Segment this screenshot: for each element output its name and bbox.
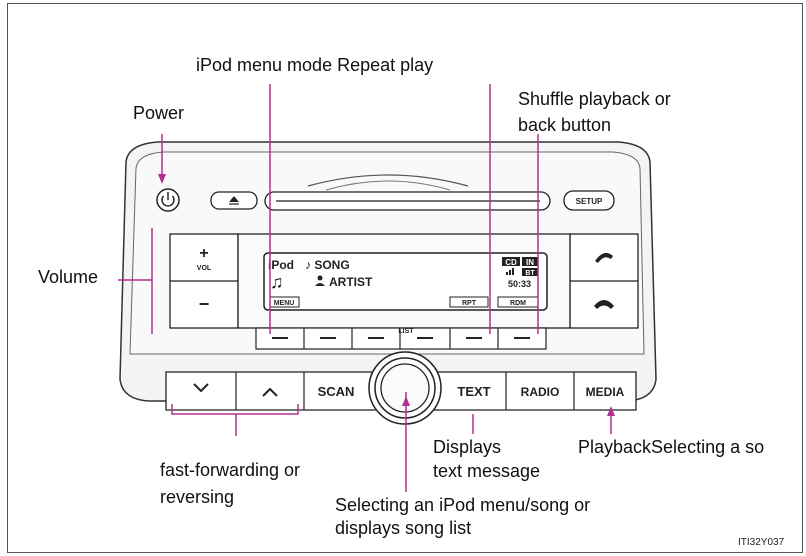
callout-power: Power bbox=[133, 103, 185, 123]
volume-vol-label: VOL bbox=[197, 265, 212, 272]
preset-button-5[interactable] bbox=[450, 328, 498, 349]
preset-button-6[interactable] bbox=[498, 328, 546, 349]
phone-on-hook-icon bbox=[594, 300, 614, 309]
lcd-rdm-label: RDM bbox=[510, 300, 526, 307]
volume-up-label: + bbox=[199, 245, 208, 262]
callout-select-line1: Selecting an iPod menu/song or bbox=[335, 495, 591, 515]
power-icon bbox=[161, 192, 175, 207]
lcd-rpt-label: RPT bbox=[462, 300, 477, 307]
music-notes-icon: ♫ bbox=[270, 272, 284, 292]
callout-select-line2: displays song list bbox=[335, 518, 472, 538]
lcd-menu-label: MENU bbox=[274, 300, 295, 307]
badge-cd: CD bbox=[505, 258, 517, 267]
lcd-artist: ARTIST bbox=[329, 275, 373, 289]
volume-down-label: − bbox=[199, 294, 210, 314]
signal-icon bbox=[506, 268, 514, 275]
tune-select-knob[interactable] bbox=[380, 363, 430, 413]
preset-button-3[interactable] bbox=[352, 328, 400, 349]
preset-button-2[interactable] bbox=[304, 328, 352, 349]
preset-button-1[interactable] bbox=[256, 328, 304, 349]
callout-volume: Volume bbox=[38, 267, 99, 287]
callout-ipod-menu: iPod menu mode Repeat play bbox=[196, 55, 434, 75]
list-label: LIST bbox=[398, 328, 414, 335]
slot-arch-inner bbox=[325, 180, 451, 191]
badge-cd-bg bbox=[502, 257, 520, 266]
radio-unit-drawing: SETUP + VOL − iPod ♪ SONG ♫ ARTIST CD IN… bbox=[118, 84, 657, 492]
seek-up-button[interactable] bbox=[236, 372, 304, 410]
phone-off-hook-icon bbox=[595, 252, 613, 263]
media-label: MEDIA bbox=[586, 385, 625, 399]
callout-shuffle-line1: Shuffle playback or bbox=[518, 89, 671, 109]
chevron-up-icon bbox=[262, 387, 278, 397]
lcd-screen bbox=[263, 252, 548, 311]
text-label: TEXT bbox=[457, 384, 490, 399]
callout-text-line2: text message bbox=[433, 461, 541, 481]
figure-id: ITI32Y037 bbox=[738, 537, 785, 548]
diagram-frame: SETUP + VOL − iPod ♪ SONG ♫ ARTIST CD IN… bbox=[7, 3, 803, 553]
callout-lines bbox=[118, 84, 612, 492]
eject-icon bbox=[229, 196, 239, 205]
callout-arrowheads bbox=[158, 174, 615, 416]
chevron-down-icon bbox=[193, 383, 209, 393]
badge-bt: BT bbox=[525, 270, 535, 277]
badge-in: IN bbox=[526, 258, 534, 267]
lcd-song: ♪ SONG bbox=[305, 258, 350, 272]
badge-in-bg bbox=[522, 257, 538, 266]
scan-label: SCAN bbox=[318, 384, 355, 399]
slot-arch bbox=[307, 174, 469, 187]
lcd-rpt-tab bbox=[449, 296, 489, 308]
callout-shuffle-line2: back button bbox=[518, 115, 612, 135]
callout-ff-line2: reversing bbox=[160, 487, 235, 507]
artist-person-icon bbox=[315, 275, 325, 286]
callout-media: PlaybackSelecting a so bbox=[578, 437, 765, 457]
badge-bt-bg bbox=[522, 268, 538, 276]
lcd-source: iPod bbox=[268, 258, 294, 272]
lcd-time: 50:33 bbox=[508, 279, 531, 289]
setup-label: SETUP bbox=[576, 197, 603, 206]
setup-button[interactable] bbox=[563, 190, 615, 211]
callout-text-line1: Displays bbox=[433, 437, 502, 457]
callout-ff-line1: fast-forwarding or bbox=[160, 460, 301, 480]
radio-label: RADIO bbox=[521, 385, 560, 399]
preset-button-row bbox=[255, 327, 547, 350]
